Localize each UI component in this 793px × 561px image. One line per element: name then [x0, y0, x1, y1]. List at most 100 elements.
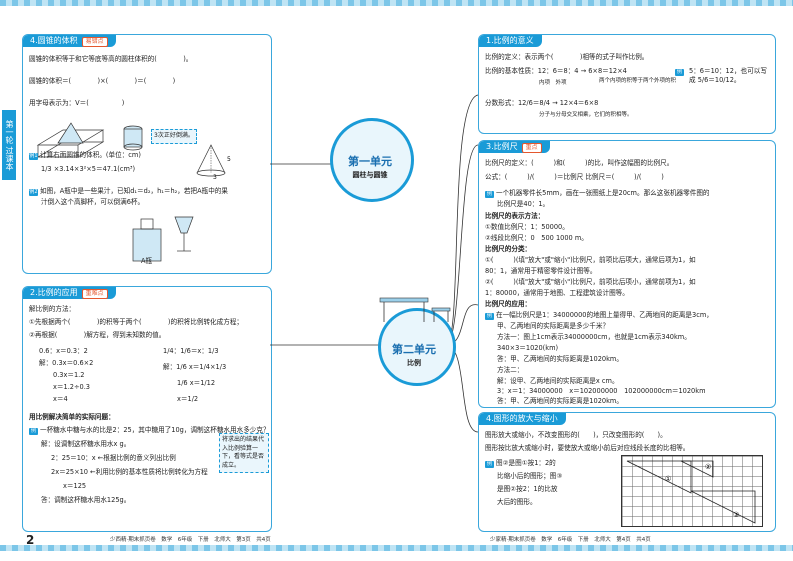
line: 解比例的方法：	[29, 305, 76, 313]
unit2-subtitle: 比例	[407, 359, 421, 367]
bottle-goblet-figure	[132, 216, 194, 262]
line: 比例的定义：表示两个( )相等的式子叫作比例。	[485, 53, 649, 61]
line: 3：x＝1：34000000 x＝102000000 102000000cm＝1…	[497, 387, 706, 395]
example: 例一杯糖水中糖与水的比是2：25，其中糖用了10g，调制这杯糖水用水多少克？	[29, 426, 270, 435]
cylinder-cone-figure	[36, 122, 143, 158]
line: 图形放大或缩小，不改变图形的( )，只改变图形的( )。	[485, 431, 667, 439]
example-2-line2: 汁倒入这个高脚杯，可以倒满6杯。	[41, 198, 145, 206]
line: ①( )(填"放大"或"缩小")比例尺，前项比后项大，通常后项为1，如	[485, 256, 696, 264]
mindmap-connectors	[270, 94, 478, 433]
solution-line: 答：调制这杯糖水用水125g。	[41, 496, 131, 504]
line: 图形按比放大或缩小时，要使放大或缩小前后对应线段长度的比相等。	[485, 444, 690, 452]
example-2: 例在一幅比例尺是1：34000000的地图上量得甲、乙两地间的距离是3cm，	[485, 311, 713, 320]
calc-a-line: 解：0.3x＝0.6×2	[39, 359, 94, 367]
svg-text:3: 3	[213, 174, 217, 179]
shape-label-3: ③	[733, 511, 739, 519]
unit2-title: 第二单元	[392, 343, 436, 356]
example-text: 5：6＝10：12，也可以写成 5/6＝10/12。	[689, 67, 767, 84]
solution-line: 2：25＝10：x ←根据比例的意义列出比例	[51, 454, 176, 462]
calc-b-line: x＝1/2	[177, 395, 199, 403]
table-illustration	[379, 297, 451, 322]
example: 例图②是图①按1：2的	[485, 459, 556, 468]
line: 方法一：图上1cm表示34000000cm，也就是1cm表示340km。	[497, 333, 691, 341]
unit1-title: 第一单元	[348, 155, 392, 168]
box-title: 3.比例尺重点	[479, 141, 550, 153]
line: 公式：( )/( )＝比例尺 比例尺＝( )/( )	[485, 173, 664, 181]
line: ②( )(填"放大"或"缩小")比例尺，前项比后项小，通常前项为1，如	[485, 278, 696, 286]
shape-label-1: ①	[665, 475, 671, 483]
line: 大后的图形。	[497, 498, 537, 506]
line: 用字母表示为：V＝( )	[29, 99, 125, 107]
line: 80：1，通常用于精密零件设计图等。	[485, 267, 597, 275]
calc-a-line: x＝1.2÷0.3	[53, 383, 90, 391]
calc-b-line: 1/4：1/6＝x：1/3	[163, 347, 219, 355]
line: 圆锥的体积等于和它等底等高的圆柱体积的( )。	[29, 55, 193, 63]
line: 比缩小后的图形；图③	[497, 472, 563, 480]
page-number: 2	[26, 533, 35, 547]
box-title: 1.比例的意义	[479, 35, 542, 47]
line: 方法二：	[497, 366, 524, 374]
calc-b-line: 解：1/6 x＝1/4×1/3	[163, 363, 227, 371]
box-scale: 3.比例尺重点 比例尺的定义：( )和( )的比，叫作这幅图的比例尺。 公式：(…	[478, 140, 776, 408]
svg-text:5: 5	[227, 156, 231, 163]
calc-a-line: x＝4	[53, 395, 68, 403]
line: 答：甲、乙两地间的实际距离是1020km。	[497, 397, 623, 405]
line: 比例尺的表示方法：	[485, 212, 545, 220]
line: 解：设甲、乙两地间的实际距离是x cm。	[497, 377, 619, 385]
callout-note: 将求出的结果代入比例验算一下，看等式是否成立。	[219, 433, 269, 473]
calc-b-line: 1/6 x＝1/12	[177, 379, 216, 387]
bottle-label: A瓶	[141, 257, 153, 265]
line: 比例的基本性质：12：6＝8：4 → 6×8＝12×4	[485, 67, 627, 75]
unit1-circle	[330, 118, 414, 202]
line: 比例尺的分类：	[485, 245, 532, 253]
box-title: 2.比例的应用重难点	[23, 287, 116, 299]
box-proportion-meaning: 1.比例的意义 比例的定义：表示两个( )相等的式子叫作比例。 比例的基本性质：…	[478, 34, 776, 134]
scaled-figures: ① ② ③	[626, 460, 756, 524]
box-figure-scaling: 4.图形的放大与缩小 图形放大或缩小，不改变图形的( )，只改变图形的( )。 …	[478, 412, 776, 532]
line: 分子与分母交叉相乘，它们的积相等。	[539, 112, 633, 118]
example: 例	[675, 69, 684, 76]
line: ①数值比例尺：1：50000。	[485, 223, 569, 231]
top-border	[0, 0, 793, 6]
box-proportion-application: 2.比例的应用重难点 解比例的方法： ①先根据两个( )的积等于两个( )的积将…	[22, 286, 272, 532]
line: ②线段比例尺：0 500 1000 m。	[485, 234, 588, 242]
tag-badge: 重点	[521, 143, 542, 153]
line: 1：80000，通常用于地图、工程建筑设计图等。	[485, 289, 629, 297]
line: ②再根据( )解方程，得到未知数的值。	[29, 331, 166, 339]
bottom-border	[0, 545, 793, 551]
line: 是图②按2：1的比放	[497, 485, 558, 493]
line: 甲、乙两地间的实际距离是多少千米？	[497, 322, 610, 330]
footer-left: 少西精·期末抓页卷 数学 6年级 下册 北师大 第3页 共4页	[110, 537, 271, 543]
shape-label-2: ②	[705, 463, 711, 471]
line: 340×3＝1020(km)	[497, 344, 559, 352]
line: 用比例解决简单的实际问题：	[29, 413, 115, 421]
line: 比例尺是40：1。	[497, 200, 550, 208]
line: ①先根据两个( )的积等于两个( )的积将比例转化成方程；	[29, 318, 244, 326]
unit2-circle	[378, 308, 456, 386]
tag-badge: 易错点	[81, 37, 108, 47]
footer-right: 少家精·期末抓页卷 数学 6年级 下册 北师大 第4页 共4页	[490, 537, 651, 543]
line: 比例尺的定义：( )和( )的比，叫作这幅图的比例尺。	[485, 159, 674, 167]
line: 答：甲、乙两地间的实际距离是1020km。	[497, 355, 623, 363]
box-cone-volume: 4.圆锥的体积易错点 圆锥的体积等于和它等底等高的圆柱体积的( )。 圆锥的体积…	[22, 34, 272, 274]
calc-a-line: 0.3x＝1.2	[53, 371, 85, 379]
line: 分数形式：12/6＝8/4 → 12×4＝6×8	[485, 99, 599, 107]
example-1: 例一个机器零件长5mm，画在一张图纸上是20cm。那么这张机器零件图的	[485, 189, 710, 198]
solution-line: x＝125	[63, 482, 87, 490]
cone-figure: 5 3	[196, 144, 231, 179]
box-title: 4.图形的放大与缩小	[479, 413, 566, 425]
example-1-calc: 1/3 ×3.14×3²×5＝47.1(cm³)	[41, 165, 136, 173]
line: 两个内项的积等于两个外项的积	[599, 78, 677, 84]
tag-badge: 重难点	[81, 289, 108, 299]
calc-a-line: 0.6：x＝0.3：2	[39, 347, 88, 355]
line: 比例尺的应用：	[485, 300, 532, 308]
box-title: 4.圆锥的体积易错点	[23, 35, 116, 47]
solution-line: 2x＝25×10 ←利用比例的基本性质将比例转化为方程	[51, 468, 208, 476]
unit1-subtitle: 圆柱与圆锥	[352, 171, 388, 179]
callout-note: 3次正好倒满。	[151, 129, 197, 144]
side-tab: 第一轮 过课本	[2, 110, 16, 180]
line: 圆锥的体积＝( )×( )＝( )	[29, 77, 176, 85]
